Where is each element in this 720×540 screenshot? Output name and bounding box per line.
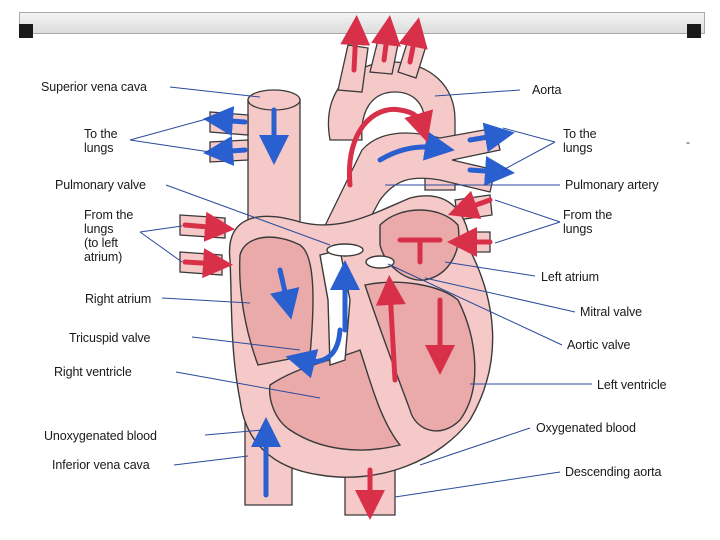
label-right-atrium: Right atrium [85, 292, 152, 306]
leader-tricuspid-valve [191, 336, 301, 351]
label-unoxygenated-blood: Unoxygenated blood [44, 429, 157, 443]
leader-right-atrium [161, 297, 251, 304]
heart-body [228, 195, 494, 478]
leader-to-lungs-left-2 [129, 139, 211, 153]
label-aorta: Aorta [532, 83, 562, 97]
label-pulmonary-valve: Pulmonary valve [55, 178, 146, 192]
leader-lines [129, 86, 592, 498]
aorta-red-arrow-3 [398, 17, 428, 65]
leader-inferior-vena-cava [173, 455, 249, 466]
rv-blue-arrow [285, 327, 343, 379]
slide-dash-mark: - [686, 135, 690, 149]
lv-red-arrow [375, 275, 406, 383]
leader-left-atrium [444, 261, 536, 277]
aortic-arch-red-arrow [346, 106, 434, 188]
leader-superior-vena-cava [169, 86, 261, 98]
label-descending-aorta: Descending aorta [565, 465, 662, 479]
leader-to-lungs-left-1 [129, 117, 211, 141]
lungs-right-red-arrow-1 [447, 190, 493, 220]
leader-to-lungs-right-1 [502, 127, 556, 143]
label-pulmonary-artery: Pulmonary artery [565, 178, 659, 192]
label-aortic-valve: Aortic valve [567, 338, 631, 352]
label-to-lungs-left: To the lungs [84, 127, 118, 155]
superior-vena-cava-opening [247, 89, 301, 111]
lungs-left-blue-arrow-1 [203, 106, 248, 137]
label-tricuspid-valve: Tricuspid valve [69, 331, 151, 345]
label-from-lungs-right: From the lungs [563, 208, 613, 236]
leader-right-ventricle [175, 371, 321, 399]
label-mitral-valve: Mitral valve [580, 305, 643, 319]
leader-aorta [434, 89, 521, 97]
oxygenated-arrows [182, 15, 493, 520]
leader-mitral-valve [424, 277, 576, 313]
leader-from-lungs-right-1 [494, 199, 561, 223]
leader-aortic-valve [387, 263, 563, 346]
label-to-lungs-right: To the lungs [563, 127, 597, 155]
aorta-red-arrow-2 [371, 15, 401, 63]
unoxygenated-arrows [203, 106, 515, 498]
label-right-ventricle: Right ventricle [54, 365, 132, 379]
lungs-right-blue-arrow-2 [467, 156, 515, 186]
leader-to-lungs-right-2 [502, 141, 556, 171]
pulm-branch-blue-arrow-right [377, 130, 455, 163]
lungs-left-red-arrow-2 [182, 248, 233, 279]
lungs-left-blue-arrow-2 [203, 135, 248, 166]
slide-corner-square-right [687, 24, 701, 38]
label-left-ventricle: Left ventricle [597, 378, 667, 392]
aorta-red-arrow-1 [340, 15, 371, 73]
lungs-left-red-arrow-1 [182, 211, 235, 242]
lungs-right-blue-arrow-1 [467, 122, 515, 153]
ra-blue-arrow [270, 267, 300, 320]
leader-oxygenated-blood [419, 427, 531, 466]
leader-from-lungs-left-2 [139, 231, 183, 263]
label-inferior-vena-cava: Inferior vena cava [52, 458, 150, 472]
leader-pulmonary-valve [165, 184, 331, 246]
slide-corner-square-left [19, 24, 33, 38]
leader-from-lungs-right-2 [494, 221, 561, 244]
la-red-arrows [397, 237, 443, 265]
label-superior-vena-cava: Superior vena cava [41, 80, 147, 94]
pulmonary-valve-shape [326, 243, 364, 257]
label-oxygenated-blood: Oxygenated blood [536, 421, 636, 435]
aortic-valve-shape [365, 255, 395, 269]
leader-descending-aorta [394, 471, 561, 498]
leader-unoxygenated-blood [204, 429, 263, 436]
label-left-atrium: Left atrium [541, 270, 599, 284]
leader-from-lungs-left-1 [139, 225, 183, 233]
label-from-lungs-left: From the lungs (to left atrium) [84, 208, 134, 264]
